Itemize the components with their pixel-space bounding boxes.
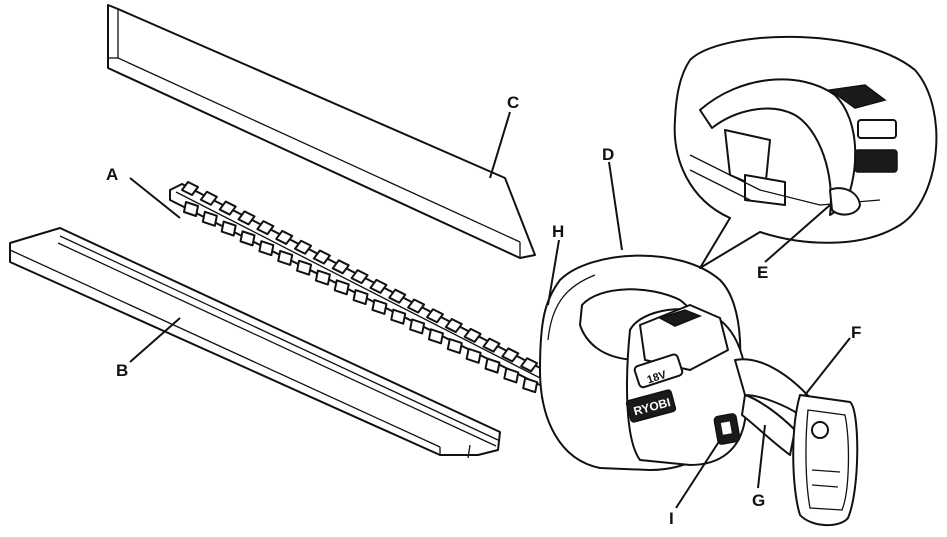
blade-tooth-upper	[275, 229, 294, 245]
leader-h	[547, 239, 560, 306]
blade-tooth-lower	[427, 328, 444, 345]
label-f: F	[851, 323, 861, 342]
blade-tooth-upper	[350, 269, 369, 285]
blade-sheath-b	[9, 227, 501, 459]
trimmer-body: 18V RYOBI	[539, 254, 859, 527]
leader-e	[764, 204, 831, 263]
blade-cover-c	[107, 4, 536, 259]
label-a: A	[106, 165, 118, 184]
blade-tooth-upper	[463, 327, 482, 343]
blade-tooth-upper	[199, 190, 218, 206]
rear-grip-plate	[792, 394, 859, 527]
blade-tooth-lower	[258, 240, 275, 257]
blade-tooth-upper	[218, 200, 237, 216]
leader-g	[757, 424, 766, 489]
blade-tooth-upper	[331, 259, 350, 275]
label-d: D	[602, 145, 614, 164]
blade-tooth-lower	[201, 210, 218, 227]
blade-tooth-upper	[294, 239, 313, 255]
label-e: E	[757, 263, 768, 282]
leader-f	[804, 337, 851, 396]
blade-tooth-upper	[482, 337, 501, 353]
blade-tooth-lower	[314, 269, 331, 286]
blade-tooth-lower	[484, 357, 501, 374]
voltage-badge: 18V	[646, 369, 669, 387]
blade-tooth-upper	[444, 318, 463, 334]
blade-tooth-upper	[425, 308, 444, 324]
blade-tooth-upper	[407, 298, 426, 314]
blade-tooth-upper	[237, 210, 256, 226]
blade-tooth-upper	[256, 220, 275, 236]
blade-tooth-lower	[239, 230, 256, 247]
leader-i	[675, 439, 721, 509]
blade-tooth-upper	[369, 278, 388, 294]
leader-b	[129, 317, 181, 363]
blade-tooth-lower	[371, 298, 388, 315]
blade-tooth-lower	[183, 201, 199, 217]
blade-tooth-lower	[220, 220, 237, 237]
blade-teeth	[181, 181, 557, 403]
battery-pack	[639, 304, 729, 371]
blade-tooth-upper	[312, 249, 331, 265]
blade-tooth-lower	[503, 367, 520, 384]
blade-tooth-upper	[520, 357, 539, 373]
label-h: H	[552, 222, 564, 241]
label-c: C	[507, 93, 519, 112]
blade-tooth-lower	[522, 377, 539, 394]
part-labels: A B C D E F G H I	[106, 93, 861, 528]
blade-tooth-lower	[277, 249, 294, 266]
label-g: G	[752, 491, 765, 510]
blade-tooth-upper	[388, 288, 407, 304]
label-b: B	[116, 361, 128, 380]
blade-tooth-lower	[296, 259, 313, 276]
blade-tooth-lower	[333, 279, 350, 296]
cutting-blade-a	[169, 181, 557, 403]
blade-tooth-lower	[465, 347, 482, 364]
blade-tooth-lower	[409, 318, 426, 335]
blade-tooth-lower	[352, 289, 369, 306]
leader-a	[129, 177, 181, 219]
leader-c	[489, 111, 511, 179]
leader-d	[608, 161, 623, 251]
blade-tooth-lower	[390, 308, 407, 325]
blade-tooth-upper	[181, 181, 199, 196]
leader-lines	[129, 111, 851, 509]
detail-callout	[673, 35, 938, 269]
blade-tooth-upper	[501, 347, 520, 363]
label-i: I	[669, 509, 674, 528]
blade-tooth-lower	[446, 338, 463, 355]
